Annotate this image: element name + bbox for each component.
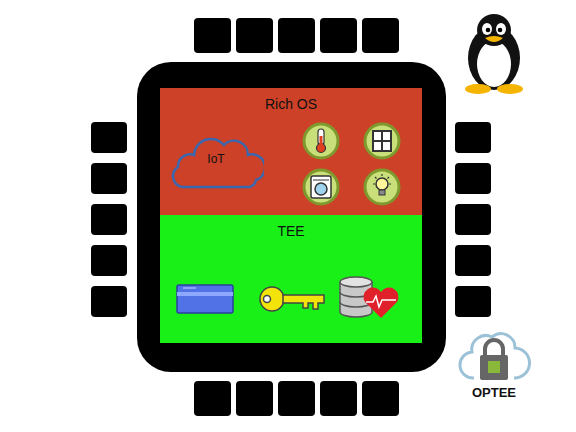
rich-os-band: Rich OS IoT [160,88,422,215]
optee-logo [460,334,530,380]
chip-pins [91,18,491,416]
node-text: TEE [160,223,422,239]
node-text: Rich OS [160,96,422,112]
node-text: IoT [168,152,264,166]
linux-penguin [465,14,523,94]
chip-body [137,62,446,372]
logo-label: OPTEE [462,385,526,400]
tee-band: TEE [160,215,422,343]
iot-cloud: IoT [168,135,264,190]
